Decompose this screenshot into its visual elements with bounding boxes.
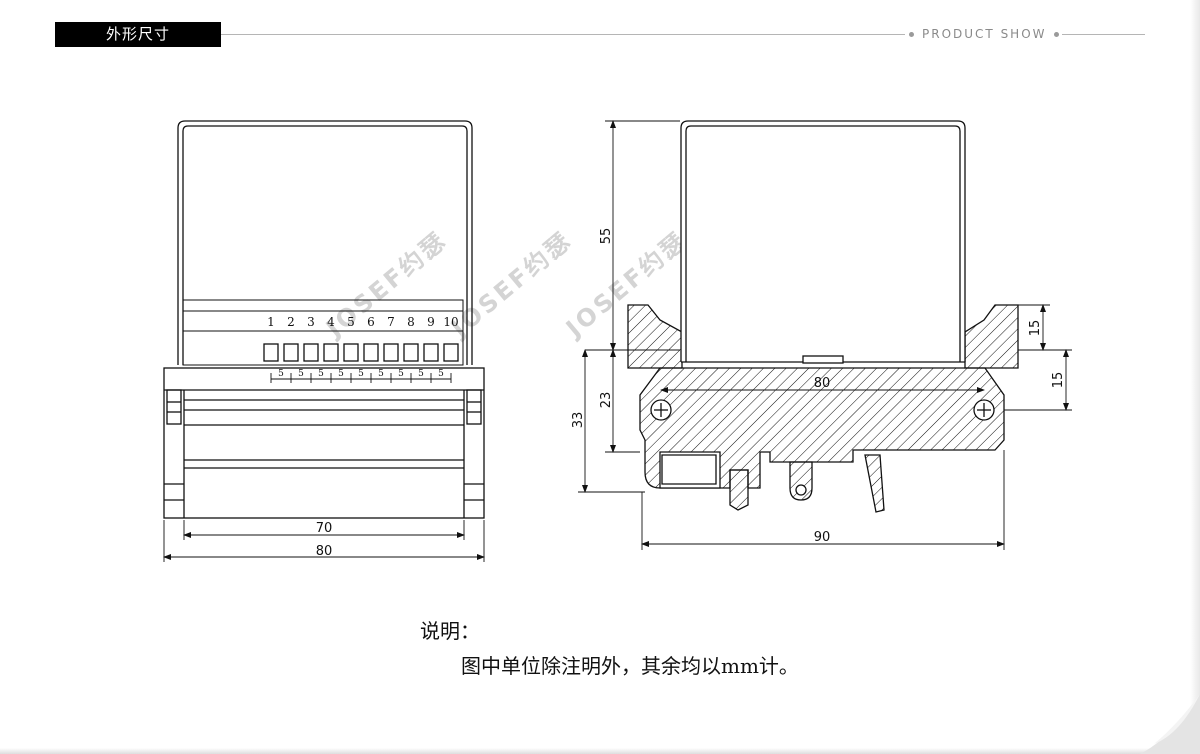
front-base xyxy=(163,367,485,519)
dim-label-15-upper: 15 xyxy=(1028,320,1043,337)
pitch-label: 5 xyxy=(298,369,304,379)
dim-label-55: 55 xyxy=(599,228,614,245)
side-cover-outer xyxy=(680,120,966,362)
pitch-label: 5 xyxy=(378,369,384,379)
front-view xyxy=(163,120,485,562)
side-view xyxy=(578,120,1072,550)
dim-label-90: 90 xyxy=(814,530,831,545)
product-show-label: PRODUCT SHOW xyxy=(922,27,1047,41)
terminal-number: 5 xyxy=(347,315,355,329)
pitch-label: 5 xyxy=(398,369,404,379)
dim-label-33: 33 xyxy=(571,412,586,429)
header-divider-right xyxy=(1062,34,1145,35)
dim-label-15-lower: 15 xyxy=(1051,372,1066,389)
terminal-number: 10 xyxy=(443,315,458,329)
header-dot-right xyxy=(1054,32,1059,37)
pitch-label: 5 xyxy=(278,369,284,379)
terminal-number: 2 xyxy=(287,315,295,329)
header-divider-left xyxy=(221,34,905,35)
terminal-number: 9 xyxy=(427,315,435,329)
dim-label-80-front: 80 xyxy=(316,544,333,559)
terminal-number: 4 xyxy=(327,315,335,329)
pitch-label: 5 xyxy=(418,369,424,379)
terminal-number: 1 xyxy=(267,315,275,329)
pitch-label: 5 xyxy=(438,369,444,379)
pitch-labels: 5 5 5 5 5 5 5 5 5 xyxy=(278,369,444,379)
pitch-label: 5 xyxy=(338,369,344,379)
terminal-number: 8 xyxy=(407,315,415,329)
pitch-label: 5 xyxy=(318,369,324,379)
dim-label-23: 23 xyxy=(599,392,614,409)
front-cover-outer xyxy=(177,120,473,365)
note-title: 说明： xyxy=(420,619,480,643)
dim-label-70: 70 xyxy=(316,521,333,536)
terminal-windows xyxy=(263,343,459,362)
dim-label-80-side: 80 xyxy=(814,376,831,391)
watermark-2: JOSEF约瑟 xyxy=(444,226,577,344)
side-cover-inner xyxy=(685,125,961,362)
header-dot-left xyxy=(909,32,914,37)
terminal-number: 3 xyxy=(307,315,315,329)
terminal-number: 7 xyxy=(387,315,395,329)
terminal-numbers: 1 2 3 4 5 6 7 8 9 10 xyxy=(267,315,458,329)
front-cover-inner xyxy=(182,125,468,365)
page-edge-shadow xyxy=(1190,0,1200,754)
header-title-bar: 外形尺寸 xyxy=(55,22,221,47)
terminal-number: 6 xyxy=(367,315,375,329)
pitch-label: 5 xyxy=(358,369,364,379)
page-bottom-shadow xyxy=(0,748,1200,754)
terminal-block xyxy=(182,299,464,366)
page-curl-corner xyxy=(1140,694,1200,754)
note-body: 图中单位除注明外，其余均以mm计。 xyxy=(461,654,799,678)
header-title: 外形尺寸 xyxy=(105,25,170,43)
